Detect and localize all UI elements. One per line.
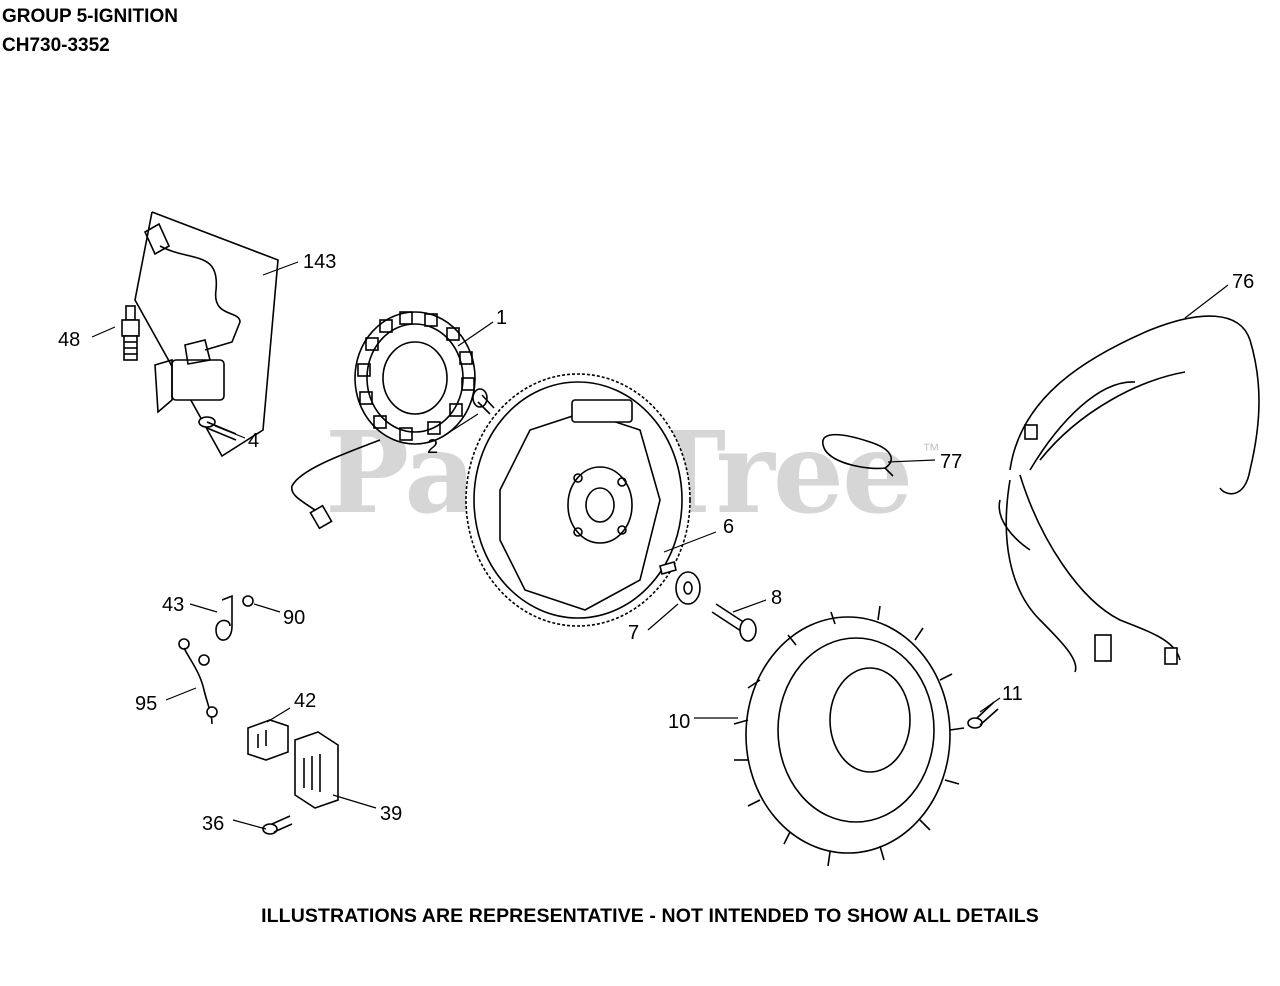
leader-8 — [732, 599, 767, 613]
part-143-ignition-module[interactable] — [134, 211, 279, 458]
leader-39 — [332, 794, 377, 809]
callout-1[interactable]: 1 — [496, 307, 507, 329]
callout-11[interactable]: 11 — [1002, 683, 1023, 705]
leader-95 — [165, 687, 197, 701]
leader-6 — [663, 531, 717, 553]
part-10-fan[interactable] — [733, 605, 965, 867]
callout-76[interactable]: 76 — [1232, 271, 1254, 293]
disclaimer-footer: ILLUSTRATIONS ARE REPRESENTATIVE - NOT I… — [261, 905, 1039, 927]
leader-90 — [253, 603, 281, 613]
leader-4 — [214, 425, 246, 439]
part-36-screw[interactable] — [262, 815, 293, 835]
callout-10[interactable]: 10 — [668, 711, 690, 733]
part-90-nut[interactable] — [242, 595, 254, 607]
leader-36 — [232, 819, 267, 830]
callout-36[interactable]: 36 — [202, 813, 224, 835]
leader-1 — [457, 321, 494, 347]
callout-42[interactable]: 42 — [294, 690, 316, 712]
part-48-spark-plug[interactable] — [121, 305, 140, 361]
callout-7[interactable]: 7 — [628, 622, 639, 644]
part-8-flywheel-bolt[interactable] — [711, 603, 757, 642]
part-7-washer[interactable] — [675, 571, 701, 605]
leader-2 — [444, 413, 479, 436]
callout-143[interactable]: 143 — [303, 251, 336, 273]
callout-39[interactable]: 39 — [380, 803, 402, 825]
part-39-rectifier-regulator[interactable] — [294, 731, 339, 809]
flywheel-ring-gear[interactable] — [465, 373, 691, 627]
part-2-bolt[interactable] — [472, 388, 495, 415]
leader-77 — [887, 459, 936, 463]
part-6-key[interactable] — [659, 561, 677, 575]
part-11-screw[interactable] — [967, 701, 999, 729]
callout-4[interactable]: 4 — [248, 430, 259, 452]
part-77-clamp[interactable] — [822, 433, 894, 477]
part-95-ground-lead[interactable] — [178, 638, 218, 725]
engine-model-number: CH730-3352 — [2, 35, 110, 56]
callout-2[interactable]: 2 — [427, 436, 438, 458]
leader-48 — [91, 326, 116, 338]
leader-42 — [266, 707, 291, 723]
leader-43 — [189, 603, 218, 613]
callout-95[interactable]: 95 — [135, 693, 157, 715]
watermark-trademark: ™ — [922, 440, 940, 460]
diagram-group-title: GROUP 5-IGNITION — [2, 6, 178, 27]
part-42-bracket[interactable] — [247, 719, 289, 761]
leader-11 — [979, 697, 1001, 713]
callout-48[interactable]: 48 — [58, 329, 80, 351]
leader-76 — [1184, 284, 1229, 319]
leader-7 — [647, 603, 679, 631]
part-76-wiring-harness[interactable] — [998, 315, 1260, 673]
callout-6[interactable]: 6 — [723, 516, 734, 538]
callout-8[interactable]: 8 — [771, 587, 782, 609]
part-1-stator[interactable] — [291, 311, 476, 530]
callout-77[interactable]: 77 — [940, 451, 962, 473]
part-43-clip[interactable] — [215, 594, 233, 641]
leader-143 — [262, 261, 299, 276]
callout-43[interactable]: 43 — [162, 594, 184, 616]
callout-90[interactable]: 90 — [283, 607, 305, 629]
part-4-screw[interactable] — [198, 416, 237, 441]
